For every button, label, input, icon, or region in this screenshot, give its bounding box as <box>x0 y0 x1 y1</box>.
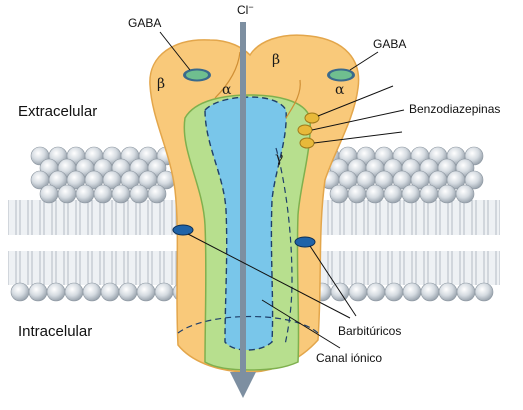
lipid-head <box>384 185 402 203</box>
gaba-site-right <box>327 69 355 82</box>
lipid-head <box>348 185 366 203</box>
lipid-head <box>456 185 474 203</box>
lipid-head <box>83 283 101 301</box>
lipid-head <box>421 283 439 301</box>
beta-right-label: β <box>272 52 280 68</box>
lipid-head <box>137 283 155 301</box>
extracelular-label: Extracelular <box>18 103 97 120</box>
lipid-head <box>438 185 456 203</box>
lipid-head <box>420 185 438 203</box>
lipid-head <box>155 283 173 301</box>
lipid-head <box>94 185 112 203</box>
lipid-head <box>65 283 83 301</box>
lipid-head <box>367 283 385 301</box>
alpha-left-label: α <box>222 82 232 98</box>
lipid-head <box>119 283 137 301</box>
barbituricos-label: Barbitúricos <box>338 324 401 338</box>
lipid-head <box>475 283 493 301</box>
benzodiazepinas-label: Benzodiazepinas <box>409 102 500 116</box>
benzodiazepine-site-3 <box>300 138 314 148</box>
lipid-head <box>439 283 457 301</box>
alpha-right-label: α <box>335 82 345 98</box>
lipid-head <box>40 185 58 203</box>
lipid-head <box>112 185 130 203</box>
lipid-head <box>402 185 420 203</box>
lipid-head <box>403 283 421 301</box>
intracelular-label: Intracelular <box>18 323 92 340</box>
beta-left-label: β <box>157 76 165 92</box>
lipid-head <box>385 283 403 301</box>
lipid-head <box>76 185 94 203</box>
chloride-ion-label: Cl− <box>237 2 254 17</box>
lipid-head <box>29 283 47 301</box>
gaba-right-label: GABA <box>373 37 406 51</box>
lipid-head <box>330 185 348 203</box>
gaba-site-left <box>183 69 211 82</box>
lipid-head <box>130 185 148 203</box>
barbiturate-site-left <box>173 225 193 235</box>
lipid-head <box>148 185 166 203</box>
gamma-label: γ <box>275 150 283 166</box>
lipid-head <box>11 283 29 301</box>
benzodiazepine-site-1 <box>305 113 319 123</box>
benzodiazepine-site-2 <box>298 125 312 135</box>
lipid-head <box>366 185 384 203</box>
barbiturate-site-right <box>295 237 315 247</box>
lipid-head <box>47 283 65 301</box>
lipid-head <box>58 185 76 203</box>
lipid-head <box>457 283 475 301</box>
lipid-head <box>349 283 367 301</box>
lipid-head <box>101 283 119 301</box>
gaba-left-label: GABA <box>128 16 161 30</box>
canal-ionico-label: Canal iónico <box>316 351 382 365</box>
